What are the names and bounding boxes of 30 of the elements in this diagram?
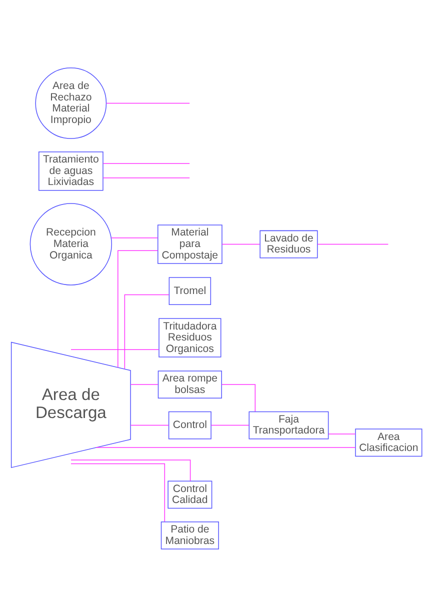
node-box: Control Calidad bbox=[168, 480, 212, 508]
node-circle: Recepcion Materia Organica bbox=[30, 202, 112, 285]
connector bbox=[96, 446, 356, 448]
node-box: Control bbox=[168, 410, 212, 439]
node-box: Lavado de Residuos bbox=[260, 230, 318, 258]
connector bbox=[70, 348, 160, 350]
connector bbox=[210, 424, 250, 426]
node-box: Area rompe bolsas bbox=[158, 370, 222, 398]
connector bbox=[118, 250, 158, 368]
node-box: Tratamiento de aguas Lixiviadas bbox=[38, 151, 104, 190]
connector bbox=[221, 384, 256, 412]
connector bbox=[124, 294, 170, 369]
node-box: Material para Compostaje bbox=[158, 224, 222, 264]
connector bbox=[70, 459, 191, 481]
node-box: Tromel bbox=[168, 276, 212, 304]
connector bbox=[70, 462, 166, 522]
connector bbox=[106, 102, 190, 104]
node-box: Tritudadora Residuos Organicos bbox=[158, 318, 222, 357]
connector bbox=[222, 243, 260, 244]
connector bbox=[102, 162, 190, 164]
node-circle: Area de Rechazo Material Impropio bbox=[35, 67, 107, 138]
node-box: Area de Descarga bbox=[10, 341, 131, 468]
connector bbox=[130, 424, 170, 426]
node-box: Faja Transportadora bbox=[248, 410, 329, 439]
connector bbox=[317, 243, 389, 244]
connector bbox=[328, 433, 356, 434]
node-box: Area Clasificacion bbox=[355, 428, 422, 456]
node-box: Patio de Maniobras bbox=[160, 520, 219, 549]
connector bbox=[110, 236, 158, 238]
connector bbox=[102, 177, 190, 178]
